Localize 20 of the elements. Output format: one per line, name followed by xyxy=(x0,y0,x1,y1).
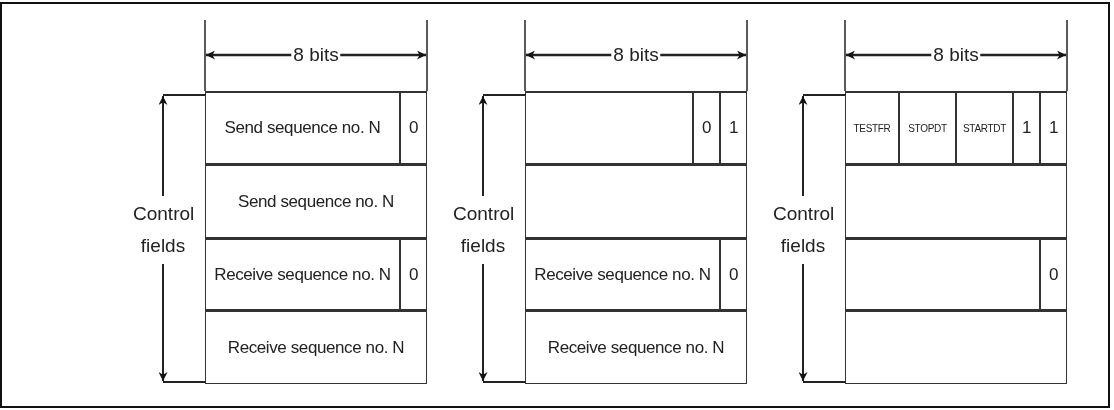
dimension-label: Control fields xyxy=(453,196,513,264)
bit-field-cell: Send sequence no. N xyxy=(205,91,400,164)
bit-field-cell: Receive sequence no. N xyxy=(525,310,747,384)
bit-field-cell: TESTFR xyxy=(845,91,899,164)
bit-field-cell: 0 xyxy=(693,91,720,164)
dimension-label: Control fields xyxy=(133,196,193,264)
bit-field-cell: Receive sequence no. N xyxy=(205,238,400,310)
bit-field-cell: STOPDT xyxy=(899,91,956,164)
bit-field-cell: 0 xyxy=(1040,238,1067,310)
bit-field-cell: 0 xyxy=(720,238,747,310)
bit-field-cell: Send sequence no. N xyxy=(205,164,427,238)
bit-field-cell: Receive sequence no. N xyxy=(525,238,720,310)
bit-field-cell: STARTDT xyxy=(956,91,1013,164)
bit-field-cell: 1 xyxy=(1013,91,1040,164)
bit-field-cell: Receive sequence no. N xyxy=(205,310,427,384)
bit-field-cell: 0 xyxy=(400,238,427,310)
bit-field-cell: 1 xyxy=(1040,91,1067,164)
bit-field-cell: 1 xyxy=(720,91,747,164)
dimension-label: Control fields xyxy=(773,196,833,264)
bit-field-cell: 0 xyxy=(400,91,427,164)
